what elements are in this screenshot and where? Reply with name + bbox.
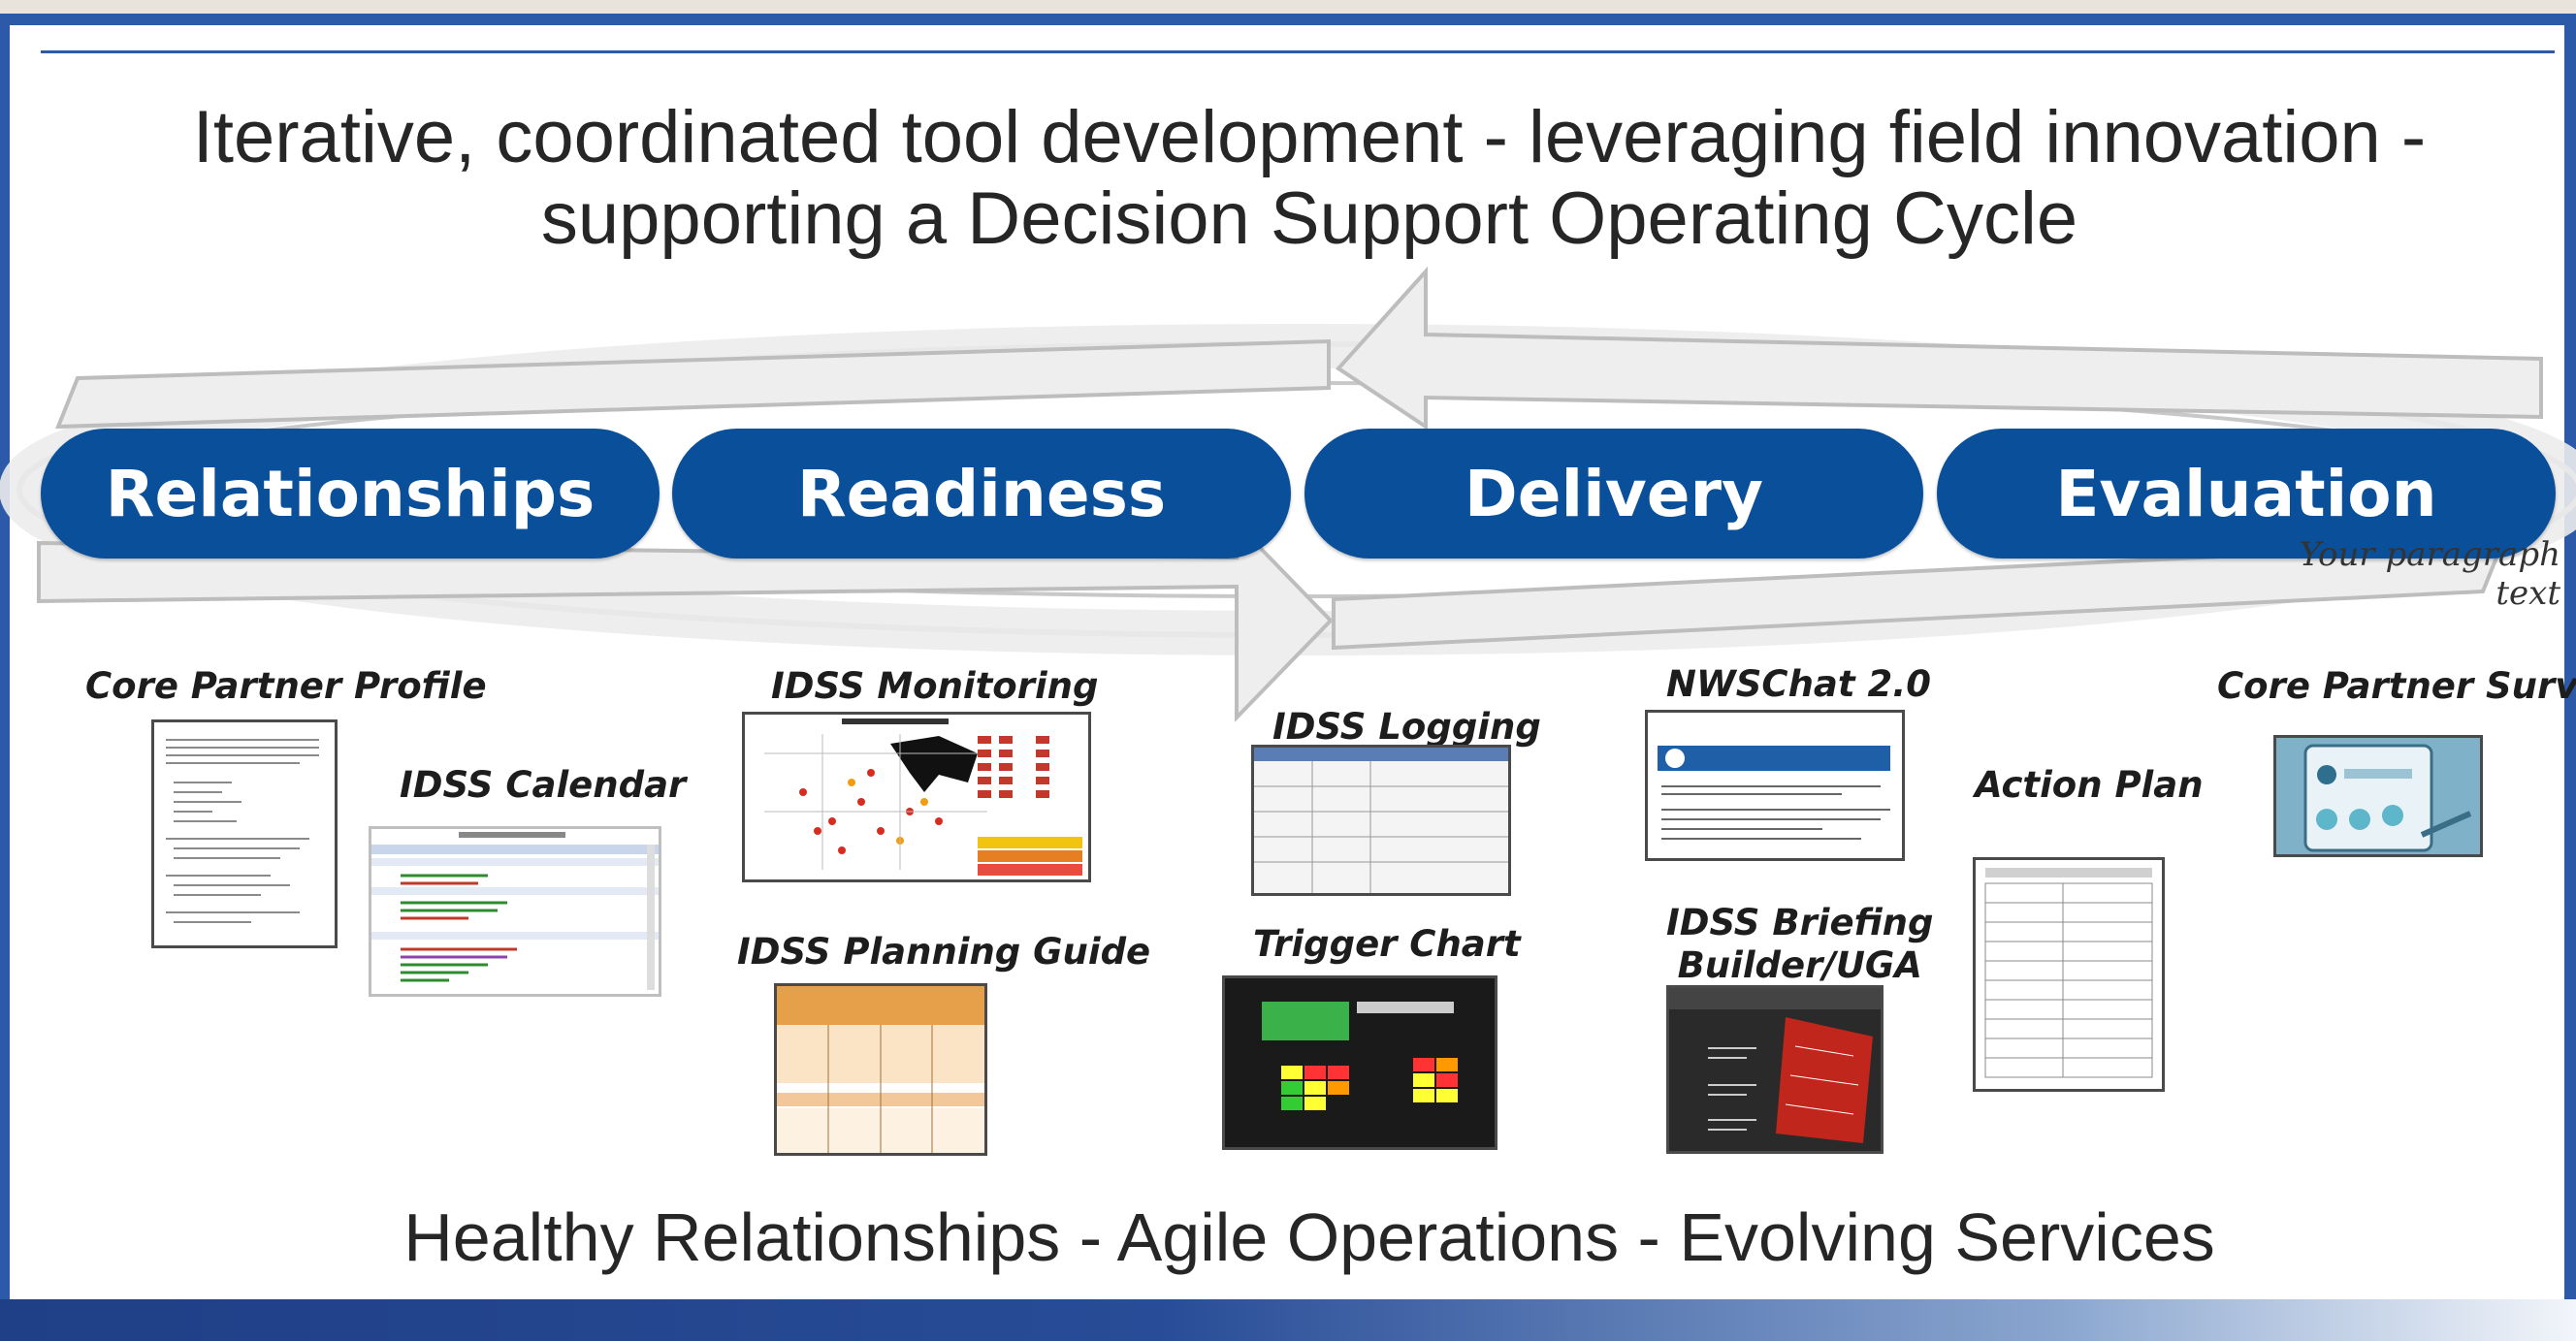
idss-calendar-thumbnail	[369, 826, 661, 997]
idss-monitoring-thumbnail	[742, 712, 1091, 882]
bottom-gradient-bar	[0, 1299, 2576, 1341]
title-line-1: Iterative, coordinated tool development …	[192, 96, 2427, 178]
title-rule	[41, 50, 2555, 53]
stage-evaluation-label: Evaluation	[2055, 456, 2437, 531]
label-core-partner-survey: Core Partner Survey	[2217, 665, 2576, 707]
stage-relationships-label: Relationships	[105, 456, 596, 531]
idss-planning-guide-thumbnail	[774, 983, 987, 1156]
cycle-lower-band	[1332, 540, 2506, 651]
idss-logging-thumbnail	[1251, 745, 1511, 896]
label-idss-logging: IDSS Logging	[1272, 706, 1541, 748]
label-core-partner-profile: Core Partner Profile	[85, 665, 487, 707]
label-idss-briefing-line1: IDSS Briefing	[1666, 902, 1934, 943]
slide-title: Iterative, coordinated tool development …	[97, 97, 2522, 260]
idss-briefing-thumbnail	[1666, 985, 1884, 1154]
cycle-upper-band	[55, 338, 1331, 430]
label-idss-planning-guide: IDSS Planning Guide	[737, 931, 1151, 973]
stage-readiness-label: Readiness	[796, 456, 1167, 531]
nwschat-thumbnail	[1645, 710, 1905, 861]
placeholder-paragraph-text: Your paragraph text	[2299, 535, 2560, 613]
label-idss-briefing-line2: Builder/UGA	[1677, 944, 1922, 986]
top-strip	[0, 0, 2576, 14]
action-plan-thumbnail	[1973, 857, 2165, 1092]
stage-relationships: Relationships	[41, 429, 660, 559]
cycle-arrowhead-left	[1335, 266, 2543, 431]
label-action-plan: Action Plan	[1975, 764, 2204, 806]
label-idss-briefing: IDSS Briefing Builder/UGA	[1666, 902, 1934, 987]
label-idss-monitoring: IDSS Monitoring	[771, 665, 1099, 707]
trigger-chart-thumbnail	[1222, 975, 1497, 1150]
label-nwschat: NWSChat 2.0	[1666, 663, 1932, 705]
stage-readiness: Readiness	[672, 429, 1291, 559]
label-idss-calendar: IDSS Calendar	[400, 764, 687, 806]
stage-delivery-label: Delivery	[1464, 456, 1764, 531]
label-trigger-chart: Trigger Chart	[1253, 923, 1521, 965]
cycle-arrowhead-right	[37, 519, 1334, 722]
stage-evaluation: Evaluation	[1937, 429, 2556, 559]
title-line-2: supporting a Decision Support Operating …	[540, 177, 2078, 260]
core-partner-profile-thumbnail	[151, 719, 338, 948]
core-partner-survey-thumbnail	[2273, 735, 2483, 857]
slide-footer: Healthy Relationships - Agile Operations…	[403, 1199, 2215, 1275]
stage-delivery: Delivery	[1304, 429, 1923, 559]
